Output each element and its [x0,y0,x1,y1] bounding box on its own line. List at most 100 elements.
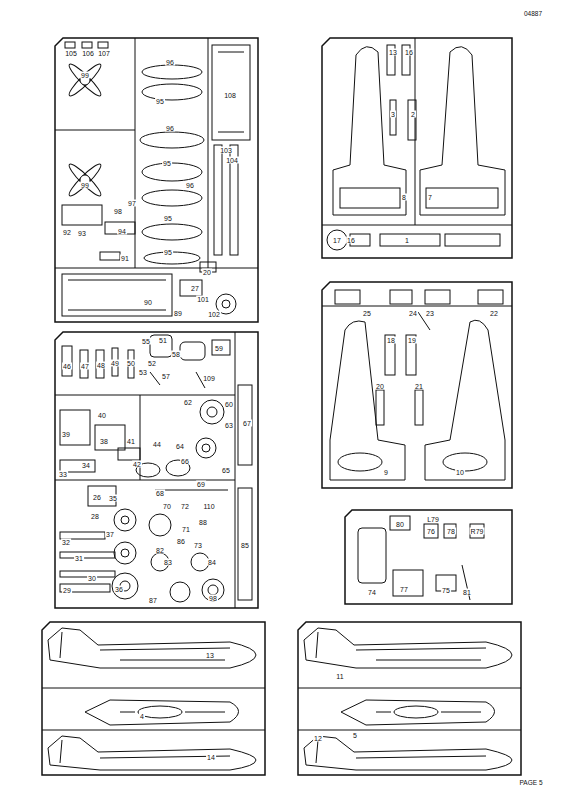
sprue-c-part [322,306,512,307]
callout-number: 92 [62,229,72,236]
callout-number: 95 [163,249,173,256]
callout-number: 76 [426,528,436,535]
sprue-e-part [55,480,235,481]
sprue-b-part [420,47,505,215]
callout-number: 95 [155,98,165,105]
sprue-a-part [208,38,209,268]
callout-number: 73 [193,542,203,549]
sprue-d-part [444,524,456,538]
sprue-a-part [66,61,103,98]
callout-number: 27 [190,285,200,292]
callout-number: 42 [132,461,142,468]
sprue-b-part [380,234,440,246]
sprue-a-part [55,130,135,131]
callout-number: 97 [127,200,137,207]
callout-number: 51 [158,337,168,344]
sprue-a-part [100,252,120,260]
sprue-e-part [202,444,210,452]
sprue-b-part [390,100,396,135]
callout-number: 46 [62,363,72,370]
callout-number: 67 [242,420,252,427]
sprue-a-part [65,42,75,48]
sprue-b-part [340,188,400,208]
sprue-c-part [390,290,412,304]
sprue-b-part [322,38,512,258]
callout-number: 16 [346,237,356,244]
callout-number: 28 [90,513,100,520]
callout-number: 78 [446,528,456,535]
sprue-c-part [385,335,395,375]
callout-number: 101 [196,296,210,303]
sprue-a-part [222,300,230,308]
callout-number: L79 [426,516,440,523]
sprue-a-part [142,190,202,206]
callout-number: 49 [110,360,120,367]
callout-number: 83 [163,559,173,566]
callout-number: 96 [165,125,175,132]
callout-number: 33 [58,471,68,478]
callout-number: 25 [362,310,372,317]
sprue-e-part [121,516,129,524]
sprue-e-part [121,549,129,557]
callout-number: 52 [147,360,157,367]
sprue-c-part [338,453,382,471]
callout-number: 70 [162,503,172,510]
sprue-a-part [62,274,172,316]
callout-number: 57 [161,373,171,380]
callout-number: 23 [425,310,435,317]
sprue-b-part [322,225,512,226]
sprue-c-part [415,390,423,425]
sprue-e-part [212,340,230,355]
callout-number: 1 [404,237,410,244]
sprue-d-part [358,528,386,583]
callout-number: 72 [180,503,190,510]
callout-number: 37 [105,531,115,538]
sprue-c [322,282,512,488]
callout-number: 95 [163,215,173,222]
callout-number: 20 [375,383,385,390]
callout-number: 18 [386,337,396,344]
callout-number: 19 [407,337,417,344]
sprue-e-part [150,372,205,388]
sprue-e-part [238,385,252,465]
sprue-a-part [82,42,92,48]
sprue-c-part [322,282,512,488]
callout-number: 81 [462,589,472,596]
sprue-b-part [408,100,416,140]
callout-number: 69 [196,481,206,488]
sprue-c-part [425,320,505,480]
sprue-a-part [142,224,202,240]
callout-number: 107 [97,50,111,57]
sprue-e-part [114,509,136,531]
sprue-a-part [142,84,202,100]
callout-number: 93 [77,230,87,237]
callout-number: 21 [414,383,424,390]
sprue-a-part [105,222,135,234]
callout-number: 96 [185,182,195,189]
sprue-e-part [55,332,258,608]
sprue-e-part [149,514,171,536]
sprue-a-part [98,42,108,48]
callout-number: 89 [173,310,183,317]
callout-number: 88 [198,519,208,526]
sprue-b-part [445,234,500,246]
sprue-c-part [478,290,503,304]
callout-number: 66 [180,458,190,465]
callout-number: 2 [410,111,416,118]
sprue-d-part [393,570,423,596]
callout-number: 102 [207,311,221,318]
callout-number: 3 [390,111,396,118]
page-note: 04887 [523,11,543,18]
sprue-f [42,622,265,775]
sprue-a-part [55,38,258,322]
callout-number: 74 [367,589,377,596]
callout-number: 22 [489,310,499,317]
sprue-e-part [155,490,228,491]
callout-number: 77 [399,586,409,593]
sprue-b-part [327,230,347,250]
callout-number: 20 [202,269,212,276]
callout-number: 63 [224,422,234,429]
callout-number: 106 [81,50,95,57]
